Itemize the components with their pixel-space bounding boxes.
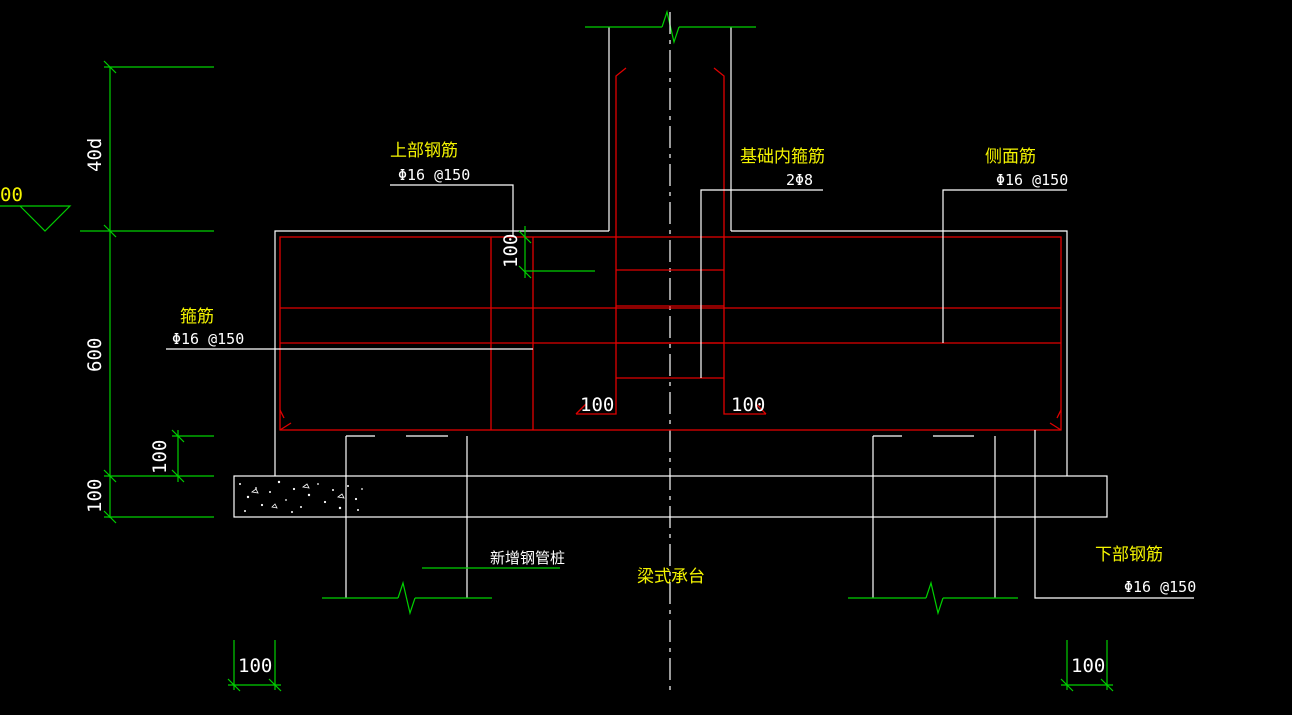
inner-stirrup-label: 基础内箍筋 (740, 147, 825, 167)
leader-lines (166, 184, 1194, 599)
cushion-layer (233, 475, 1108, 518)
column-outline (585, 9, 756, 231)
stirrup-label: 箍筋 (180, 307, 214, 327)
cap-name-label: 梁式承台 (637, 567, 705, 587)
side-rebar-label: 侧面筋 (985, 147, 1036, 167)
hook-left-dimension-text: 100 (580, 394, 614, 416)
pile-cap-outline (274, 230, 1068, 476)
cover-gap-dimension-text: 100 (149, 440, 171, 474)
stirrup-spec: Φ16 @150 (172, 330, 244, 348)
column-dowels (575, 67, 767, 415)
bottom-rebar-label: 下部钢筋 (1095, 545, 1163, 565)
new-pile-label: 新增钢管桩 (490, 549, 565, 567)
right-pile (848, 435, 1018, 616)
bottom-rebar-spec: Φ16 @150 (1124, 578, 1196, 596)
left-pile (322, 435, 492, 616)
cap-height-dimension-text: 600 (84, 338, 106, 372)
bottom-right-dimension (1060, 640, 1114, 692)
pile-right-width-text: 100 (1071, 655, 1105, 677)
inner-stirrup-spec: 2Φ8 (786, 171, 813, 189)
level-mark-text: 00 (0, 184, 23, 206)
pile-left-width-text: 100 (238, 655, 272, 677)
top-offset-dimension-text: 100 (500, 234, 522, 268)
cushion-dimension-text: 100 (84, 479, 106, 513)
concrete-hatch (239, 480, 363, 513)
top-rebar-label: 上部钢筋 (390, 141, 458, 161)
left-dimension-chain (0, 60, 214, 524)
top-offset-dimension (518, 226, 595, 279)
side-rebar-spec: Φ16 @150 (996, 171, 1068, 189)
anchorage-dimension-text: 40d (84, 138, 106, 172)
bottom-left-dimension (227, 640, 282, 692)
hook-right-dimension-text: 100 (731, 394, 765, 416)
top-rebar-spec: Φ16 @150 (398, 166, 470, 184)
